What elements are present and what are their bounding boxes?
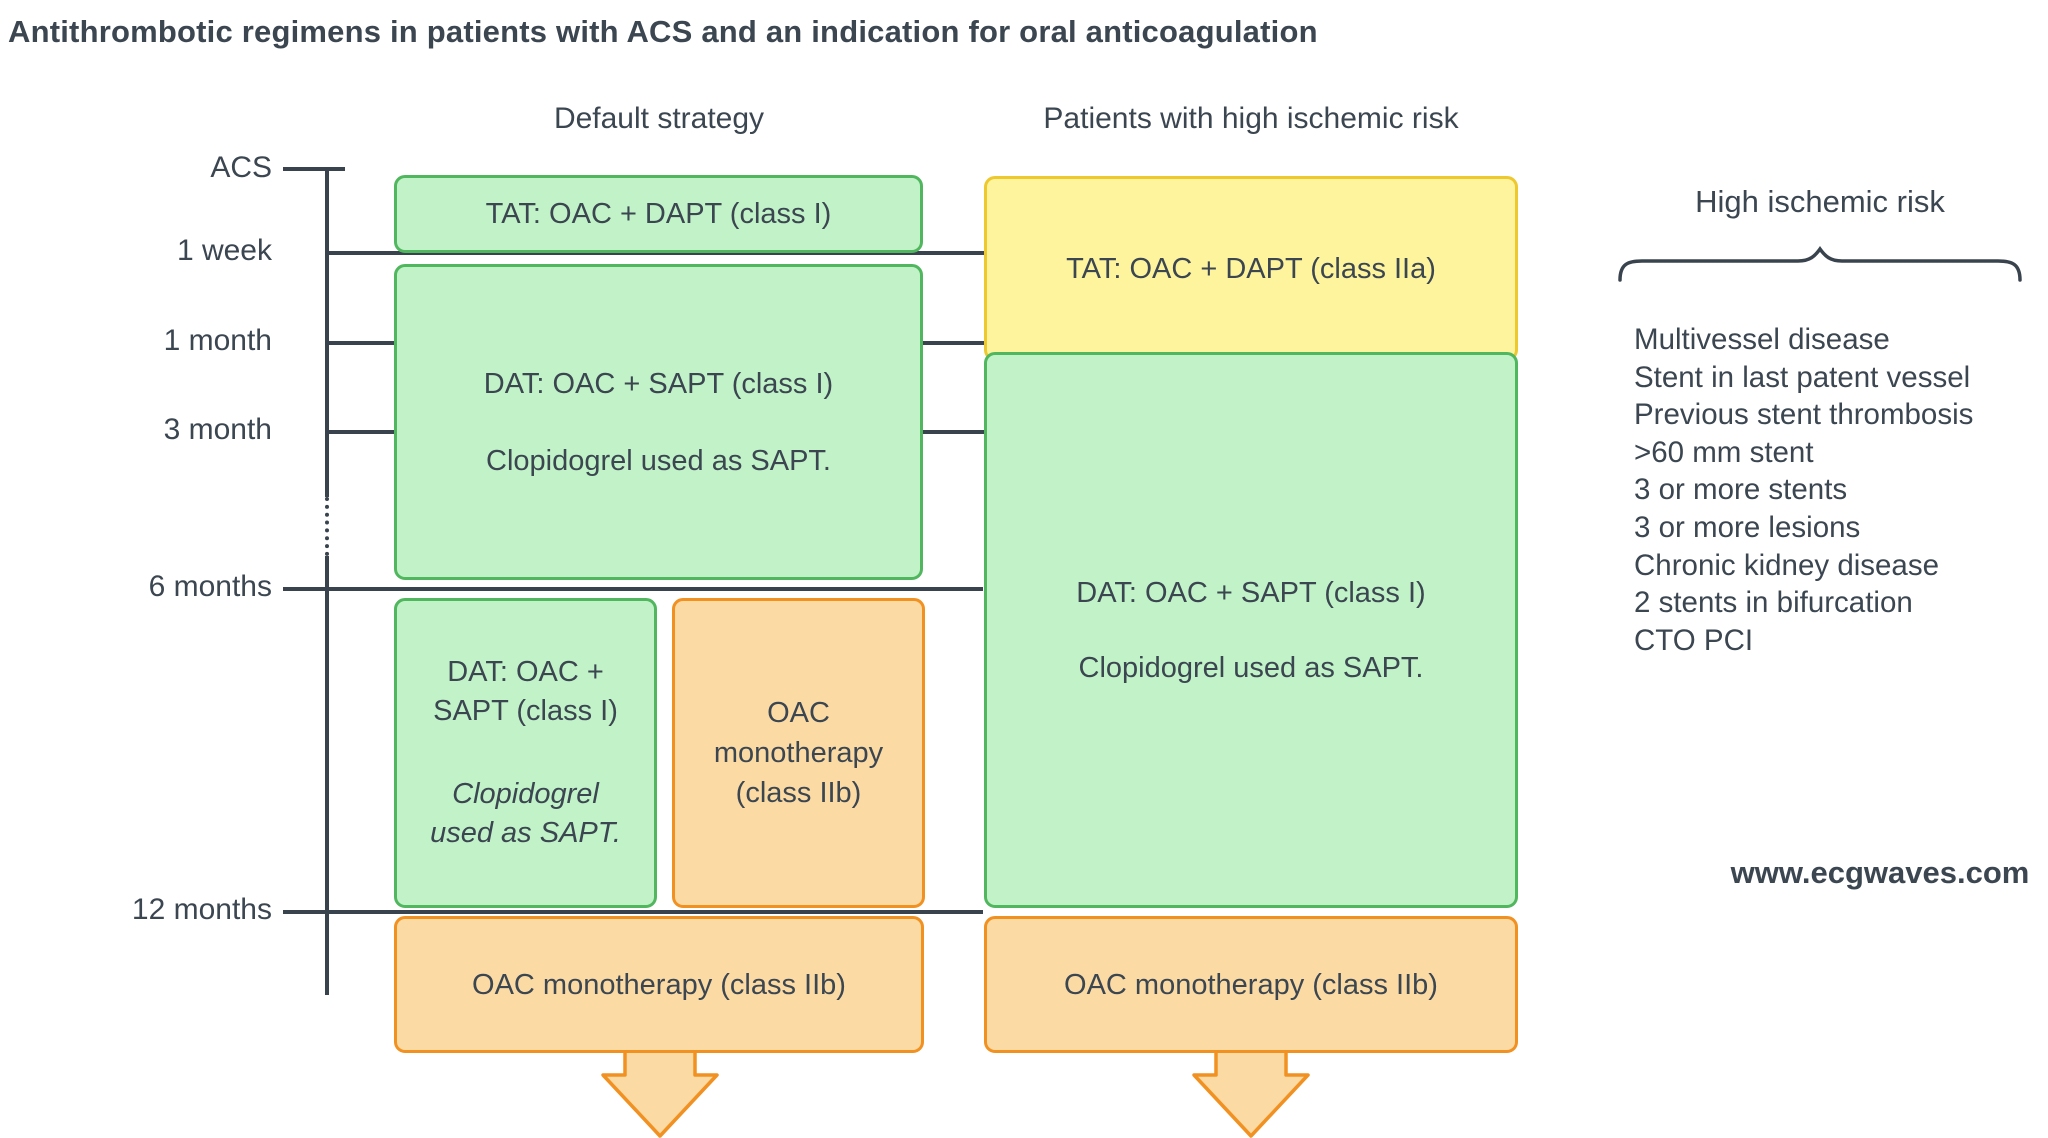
risk-factor-item: Previous stent thrombosis bbox=[1634, 398, 1974, 432]
timeline-label-12-months: 12 months bbox=[131, 893, 272, 926]
box-default-dat-line2: Clopidogrel used as SAPT. bbox=[486, 444, 831, 477]
timeline-label-6-months: 6 months bbox=[148, 570, 272, 603]
risk-panel-heading: High ischemic risk bbox=[1695, 184, 1945, 219]
timeline-axis-upper bbox=[325, 169, 329, 497]
box-default-oac-6-12: OAC monotherapy (class IIb) bbox=[672, 598, 925, 908]
box-risk-dat-line1: DAT: OAC + SAPT (class I) bbox=[1076, 576, 1426, 609]
box-default-oac-6-12-line1: OAC bbox=[767, 697, 830, 729]
box-default-tat-text: TAT: OAC + DAPT (class I) bbox=[485, 198, 832, 230]
box-default-oac-12: OAC monotherapy (class IIb) bbox=[394, 916, 924, 1053]
box-default-oac-6-12-line2: monotherapy bbox=[713, 737, 884, 769]
timeline-label-3-month: 3 month bbox=[163, 413, 272, 446]
box-default-dat: DAT: OAC + SAPT (class I) Clopidogrel us… bbox=[394, 264, 923, 580]
box-risk-oac-12: OAC monotherapy (class IIb) bbox=[984, 916, 1518, 1053]
risk-factor-item: 3 or more lesions bbox=[1634, 510, 1861, 544]
risk-factor-item: Multivessel disease bbox=[1634, 323, 1890, 356]
risk-factor-list: Multivessel disease Stent in last patent… bbox=[1634, 321, 1973, 659]
timeline-label-acs: ACS bbox=[210, 151, 272, 184]
box-default-dat-line1: DAT: OAC + SAPT (class I) bbox=[483, 367, 834, 400]
box-default-tat: TAT: OAC + DAPT (class I) bbox=[394, 175, 923, 253]
risk-factor-item: Stent in last patent vessel bbox=[1634, 360, 1971, 394]
ecgwaves-watermark: www.ecgwaves.com bbox=[1730, 855, 2030, 890]
column-header-default: Default strategy bbox=[553, 102, 765, 135]
box-risk-tat: TAT: OAC + DAPT (class IIa) bbox=[984, 176, 1518, 361]
box-risk-tat-text: TAT: OAC + DAPT (class IIa) bbox=[1066, 252, 1436, 285]
down-arrow-icon bbox=[601, 1048, 719, 1138]
timeline-axis-dotted-break bbox=[325, 497, 329, 556]
curly-brace-icon bbox=[1618, 246, 2022, 282]
box-default-dat-6-12-line4: used as SAPT. bbox=[430, 817, 621, 849]
timeline-label-1-week: 1 week bbox=[176, 234, 272, 267]
box-default-oac-6-12-line3: (class IIb) bbox=[735, 777, 862, 809]
box-risk-dat-line2: Clopidogrel used as SAPT. bbox=[1078, 651, 1424, 684]
box-default-dat-6-12-group1: DAT: OAC + SAPT (class I) bbox=[433, 653, 618, 731]
box-risk-dat: DAT: OAC + SAPT (class I) Clopidogrel us… bbox=[984, 352, 1518, 908]
tick-line-6-months bbox=[283, 587, 983, 591]
risk-factor-item: CTO PCI bbox=[1634, 623, 1754, 657]
box-default-dat-6-12-line1: DAT: OAC + bbox=[447, 656, 604, 688]
tick-line-acs bbox=[283, 167, 345, 171]
box-default-oac-12-text: OAC monotherapy (class IIb) bbox=[472, 968, 846, 1001]
box-default-dat-6-12-line2: SAPT (class I) bbox=[433, 695, 618, 727]
box-default-dat-6-12: DAT: OAC + SAPT (class I) Clopidogrel us… bbox=[394, 598, 657, 908]
down-arrow-icon bbox=[1192, 1048, 1310, 1138]
timeline-label-1-month: 1 month bbox=[163, 324, 272, 357]
risk-factor-item: >60 mm stent bbox=[1634, 435, 1814, 469]
timeline-axis-lower bbox=[325, 556, 329, 995]
column-header-high-risk: Patients with high ischemic risk bbox=[1043, 102, 1459, 135]
box-default-dat-6-12-group2: Clopidogrel used as SAPT. bbox=[430, 775, 621, 853]
box-default-dat-6-12-line3: Clopidogrel bbox=[452, 778, 599, 810]
page-title: Antithrombotic regimens in patients with… bbox=[8, 14, 1318, 49]
risk-factor-item: 2 stents in bifurcation bbox=[1634, 586, 1913, 620]
box-risk-oac-12-text: OAC monotherapy (class IIb) bbox=[1064, 968, 1438, 1001]
risk-factor-item: Chronic kidney disease bbox=[1634, 548, 1939, 582]
risk-factor-item: 3 or more stents bbox=[1634, 473, 1848, 507]
tick-line-12-months bbox=[283, 910, 983, 914]
